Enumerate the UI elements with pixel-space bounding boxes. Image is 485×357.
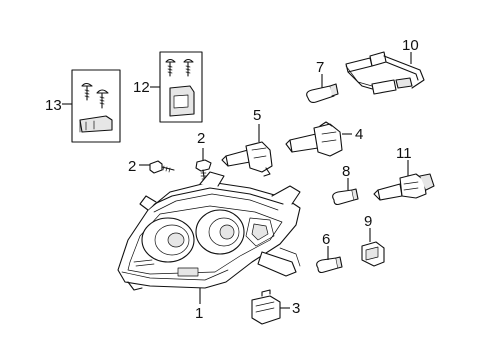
part-13-bracket [79, 115, 113, 133]
callout-2b: 2 [197, 130, 205, 147]
part-6-bulb: 6 [316, 231, 343, 274]
callout-3: 3 [292, 300, 300, 317]
callout-10: 10 [402, 37, 419, 54]
part-5-bulb: 5 [221, 107, 273, 177]
callout-7: 7 [316, 59, 324, 76]
part-12-kit: 12 [133, 51, 203, 123]
part-12-screw-left [165, 58, 176, 77]
callout-11: 11 [396, 145, 412, 162]
part-8-bulb: 8 [332, 163, 359, 206]
part-13-kit: 13 [45, 69, 121, 143]
callout-9: 9 [364, 213, 372, 230]
part-3-module: 3 [251, 289, 300, 325]
callout-1: 1 [195, 305, 203, 322]
part-11-bulb: 11 [373, 145, 435, 201]
callout-5: 5 [253, 107, 261, 124]
part-10-wire-harness: 10 [345, 37, 425, 95]
part-1-headlamp-assembly: 1 [117, 171, 301, 322]
part-12-bracket [169, 85, 195, 117]
callout-8: 8 [342, 163, 350, 180]
callout-4: 4 [355, 126, 363, 143]
part-13-screw-left [81, 82, 93, 101]
part-7-bulb: 7 [306, 59, 339, 104]
part-9-socket: 9 [361, 213, 385, 267]
callout-2a: 2 [128, 158, 136, 175]
part-4-bulb: 4 [285, 121, 363, 157]
callout-13: 13 [45, 97, 62, 114]
part-12-screw-right [183, 58, 194, 77]
part-2-screw-a: 2 [128, 158, 175, 175]
part-13-box [71, 69, 121, 143]
part-2-screw-b: 2 [195, 130, 212, 185]
callout-12: 12 [133, 79, 150, 96]
part-13-screw-right [96, 89, 109, 109]
callout-6: 6 [322, 231, 330, 248]
